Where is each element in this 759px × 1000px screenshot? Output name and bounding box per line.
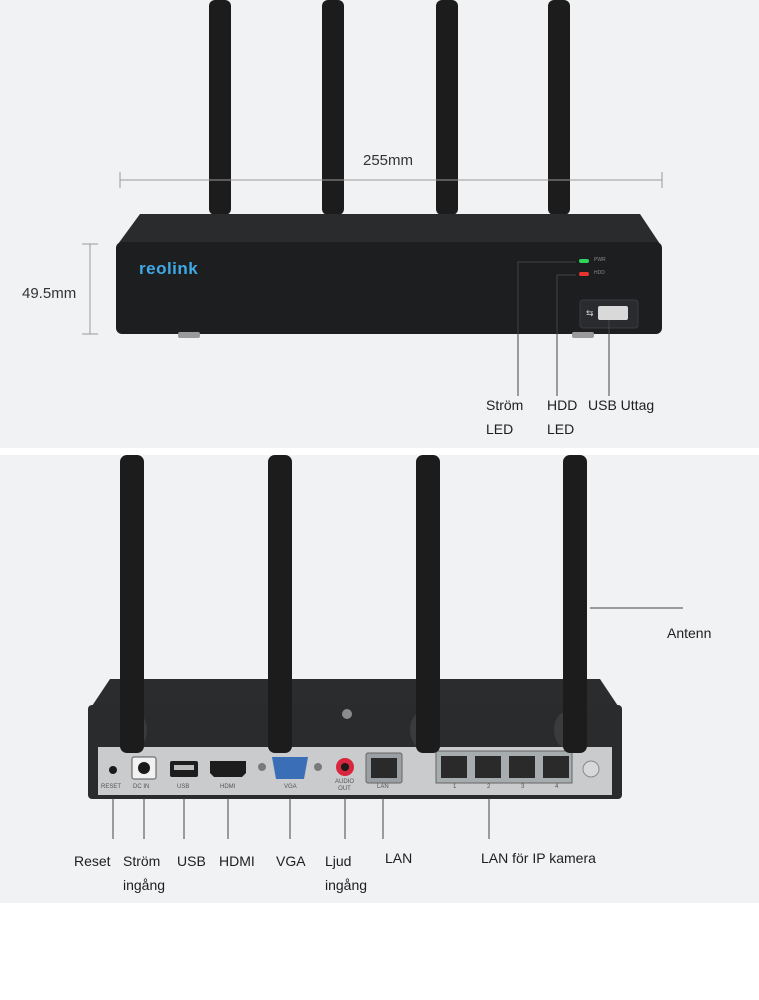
hdmi-port	[210, 761, 246, 777]
width-dimension: 255mm	[363, 152, 414, 169]
front-device-illustration	[82, 0, 663, 396]
pwr-led-print: PWR	[594, 257, 606, 263]
antenna-1	[209, 0, 231, 215]
usb-port-label: USB Uttag	[588, 397, 655, 413]
poe-print-1: 1	[453, 784, 457, 790]
ground-terminal	[582, 760, 600, 778]
dc-in-print: DC IN	[133, 784, 150, 790]
front-view-panel: 255mm 49.5mm reolink PWR HDD ⇆ Ström LED…	[0, 0, 759, 448]
usb-symbol-icon: ⇆	[586, 308, 594, 318]
usb-print: USB	[177, 784, 190, 790]
usb-label: USB	[177, 853, 206, 869]
antenna-2	[322, 0, 344, 215]
rear-antenna-3	[416, 455, 440, 753]
vga-print: VGA	[284, 784, 297, 790]
hdd-led	[579, 272, 589, 276]
lan-camera-label: LAN för IP kamera	[481, 850, 596, 866]
rear-antenna-1	[120, 455, 144, 753]
poe-port-2	[475, 756, 501, 778]
power-led	[579, 259, 589, 263]
antenna-4	[548, 0, 570, 215]
reset-label: Reset	[74, 853, 111, 869]
lan-label: LAN	[385, 850, 413, 866]
hdd-led-print: HDD	[594, 270, 605, 276]
rear-antenna-4	[563, 455, 587, 753]
antenna-label: Antenn	[667, 625, 712, 641]
reset-hole	[109, 766, 117, 774]
vga-port	[272, 757, 308, 779]
nvr-front-body	[116, 242, 662, 334]
rear-view-panel: RESET DC IN USB HDMI VGA AUDIO OUT LAN 1…	[0, 455, 759, 903]
antenna-3	[436, 0, 458, 215]
hdmi-print: HDMI	[220, 784, 236, 790]
poe-print-2: 2	[487, 784, 491, 790]
hdd-led-label: HDD LED	[547, 397, 578, 437]
poe-print-3: 3	[521, 784, 525, 790]
poe-port-1	[441, 756, 467, 778]
audio-label: Ljud ingång	[325, 853, 368, 893]
poe-port-4	[543, 756, 569, 778]
rear-antenna-2	[268, 455, 292, 753]
power-led-label: Ström LED	[486, 397, 524, 437]
height-dimension: 49.5mm	[22, 285, 77, 302]
vga-label: VGA	[276, 853, 306, 869]
reolink-logo: reolink	[139, 259, 199, 278]
dc-in-jack	[138, 762, 150, 774]
hdmi-label: HDMI	[219, 853, 255, 869]
front-usb-port	[598, 306, 628, 320]
poe-port-3	[509, 756, 535, 778]
audio-out-print: AUDIO OUT	[335, 779, 355, 792]
lan-port	[371, 758, 397, 778]
reset-print: RESET	[101, 784, 122, 790]
lan-print: LAN	[377, 784, 389, 790]
rear-device-illustration	[88, 455, 683, 839]
power-in-label: Ström ingång	[123, 853, 166, 893]
poe-print-4: 4	[555, 784, 559, 790]
